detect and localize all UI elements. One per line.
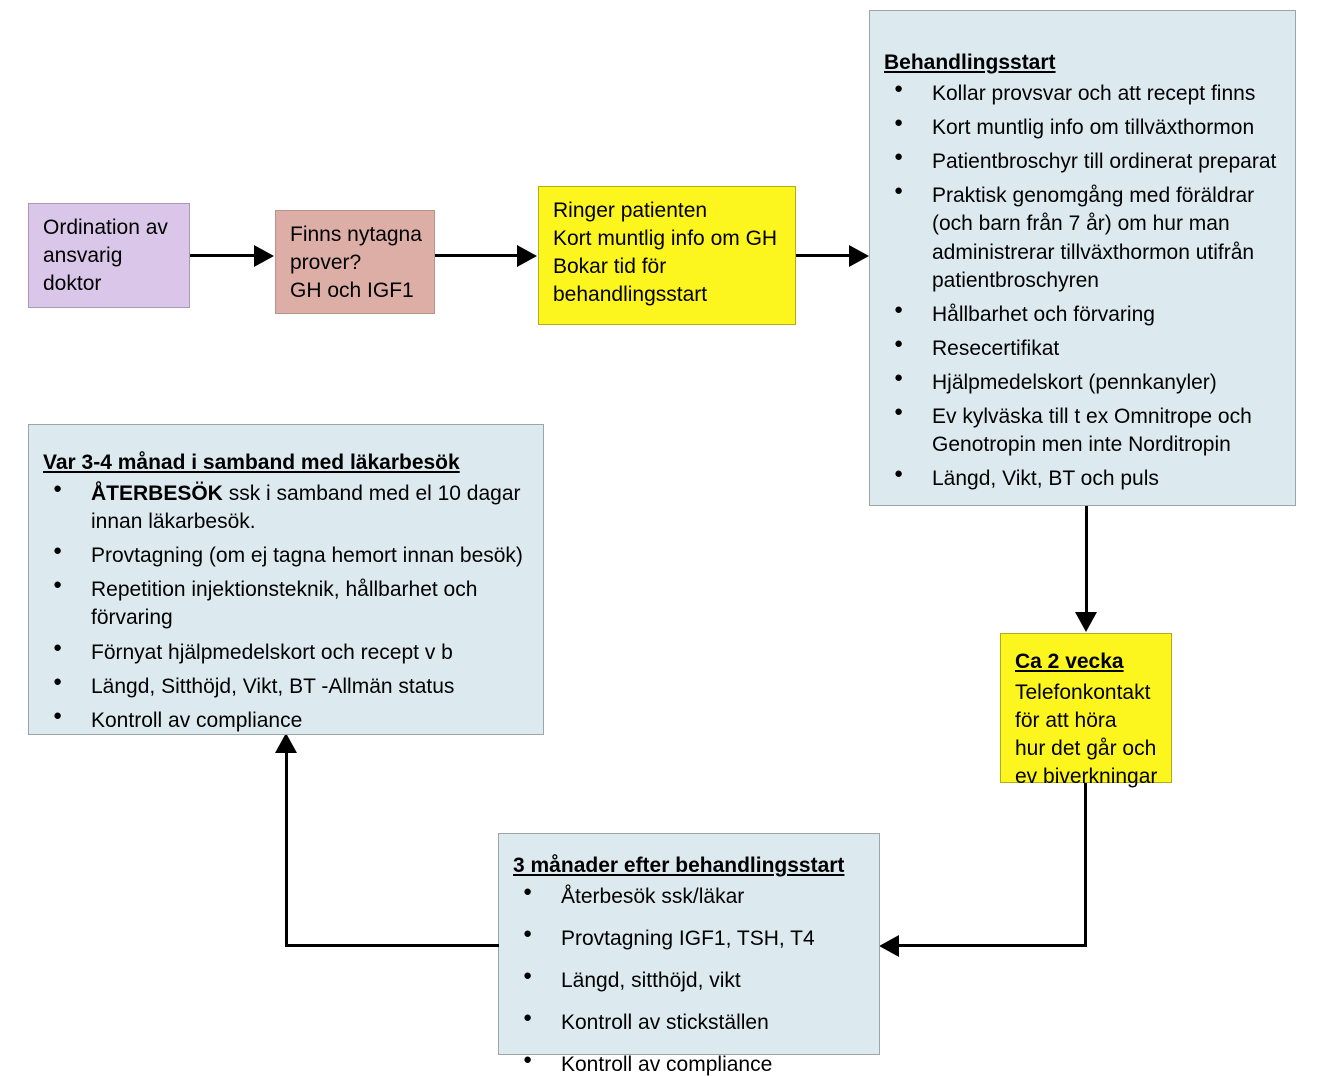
list-item: Patientbroschyr till ordinerat preparat <box>884 147 1283 176</box>
arrowhead-ca2vecka-to-tremanader <box>879 935 899 957</box>
list-item: Hållbarhet och förvaring <box>884 300 1283 329</box>
node-prover[interactable]: Finns nytagna prover? GH och IGF1 <box>275 210 435 314</box>
list-item: Kontroll av compliance <box>43 706 531 735</box>
list-item: Längd, sitthöjd, vikt <box>513 966 867 995</box>
node-ordination-line-2: ansvarig <box>43 243 123 267</box>
list-item-emphasis: ÅTERBESÖK <box>91 481 223 505</box>
arrowhead-behandlingsstart-to-ca2vecka <box>1075 612 1097 632</box>
node-var34manad-list: ÅTERBESÖK ssk i samband med el 10 dagar … <box>43 479 531 735</box>
arrowhead-ringer-to-behandlingsstart <box>849 245 869 267</box>
list-item: Praktisk genomgång med föräldrar (och ba… <box>884 181 1283 295</box>
connector-ringer-to-behandlingsstart <box>796 254 851 257</box>
connector-ca2vecka-to-tremanader-vertical <box>1084 783 1087 947</box>
list-item-text: ssk i samband med el 10 dagar innan läka… <box>91 481 521 534</box>
node-ringer-line-2: Kort muntlig info om GH <box>553 226 778 250</box>
connector-tremanader-to-var34-vertical <box>285 752 288 947</box>
list-item: Längd, Sitthöjd, Vikt, BT -Allmän status <box>43 672 531 701</box>
node-prover-line-1: Finns nytagna <box>290 223 422 246</box>
list-item: Hjälpmedelskort (pennkanyler) <box>884 368 1283 397</box>
node-ordination[interactable]: Ordination av ansvarig doktor <box>28 203 190 308</box>
node-prover-line-3: GH och IGF1 <box>290 278 414 302</box>
node-var34manad-title: Var 3-4 månad i samband med läkarbesök <box>43 451 460 474</box>
list-item: Provtagning (om ej tagna hemort innan be… <box>43 541 531 570</box>
list-item: Resecertifikat <box>884 334 1283 363</box>
node-tremanader-title: 3 månader efter behandlingsstart <box>513 854 845 877</box>
node-var34manad[interactable]: Var 3-4 månad i samband med läkarbesök Å… <box>28 424 544 735</box>
connector-tremanader-to-var34-horizontal <box>285 944 499 947</box>
connector-prover-to-ringer <box>435 254 519 257</box>
list-item: Förnyat hjälpmedelskort och recept v b <box>43 638 531 667</box>
node-behandlingsstart-list: Kollar provsvar och att recept finns Kor… <box>884 79 1283 494</box>
list-item: ÅTERBESÖK ssk i samband med el 10 dagar … <box>43 479 531 536</box>
list-item: Kontroll av compliance <box>513 1050 867 1076</box>
list-item: Kontroll av stickställen <box>513 1008 867 1037</box>
node-ca2vecka[interactable]: Ca 2 vecka Telefonkontakt för att höra h… <box>1000 633 1172 788</box>
arrowhead-ordination-to-prover <box>254 245 274 267</box>
node-ca2vecka-title: Ca 2 vecka <box>1015 650 1124 673</box>
node-ringer-line-3: Bokar tid för <box>553 254 667 278</box>
node-ordination-line-3: doktor <box>43 271 102 295</box>
connector-behandlingsstart-to-ca2vecka <box>1085 506 1088 616</box>
list-item: Längd, Vikt, BT och puls <box>884 464 1283 493</box>
list-item: Återbesök ssk/läkar <box>513 882 867 911</box>
list-item: Kollar provsvar och att recept finns <box>884 79 1283 108</box>
node-ca2vecka-line-3: hur det går och <box>1015 736 1157 760</box>
node-ringer[interactable]: Ringer patienten Kort muntlig info om GH… <box>538 186 796 325</box>
node-behandlingsstart[interactable]: Behandlingsstart Kollar provsvar och att… <box>869 10 1296 506</box>
arrowhead-tremanader-to-var34 <box>275 733 297 753</box>
node-ringer-line-1: Ringer patienten <box>553 199 708 222</box>
arrowhead-prover-to-ringer <box>517 245 537 267</box>
node-ca2vecka-line-2: för att höra <box>1015 708 1117 732</box>
list-item: Ev kylväska till t ex Omnitrope och Geno… <box>884 402 1283 459</box>
connector-ca2vecka-to-tremanader-horizontal <box>899 944 1087 947</box>
node-tremanader[interactable]: 3 månader efter behandlingsstart Återbes… <box>498 833 880 1076</box>
node-ordination-line-1: Ordination av <box>43 216 168 239</box>
node-ca2vecka-line-4: ev biverkningar <box>1015 764 1158 788</box>
node-tremanader-list: Återbesök ssk/läkar Provtagning IGF1, TS… <box>513 882 867 1076</box>
list-item: Kort muntlig info om tillväxthormon <box>884 113 1283 142</box>
node-behandlingsstart-title: Behandlingsstart <box>884 51 1056 74</box>
list-item: Repetition injektionsteknik, hållbarhet … <box>43 575 531 632</box>
node-ca2vecka-line-1: Telefonkontakt <box>1015 680 1151 704</box>
connector-ordination-to-prover <box>190 254 256 257</box>
list-item: Provtagning IGF1, TSH, T4 <box>513 924 867 953</box>
node-ringer-line-4: behandlingsstart <box>553 282 708 306</box>
node-prover-line-2: prover? <box>290 250 362 274</box>
